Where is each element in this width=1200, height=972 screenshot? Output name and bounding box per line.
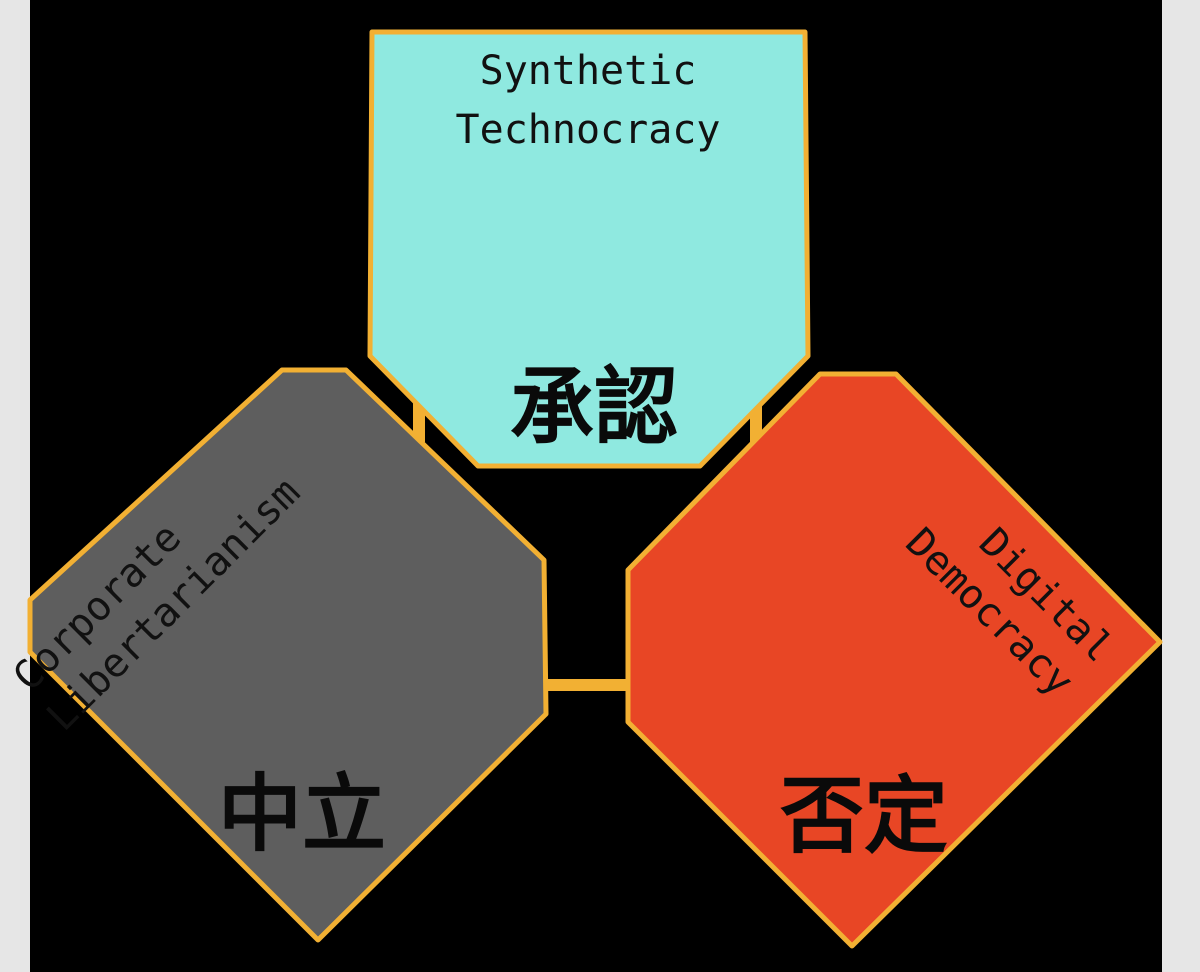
node-top-title-line2: Technocracy — [456, 107, 721, 153]
node-top-title-line1: Synthetic — [480, 48, 697, 94]
node-right-shape — [625, 371, 1163, 949]
node-right-status: 否定 — [780, 766, 948, 865]
node-synthetic-technocracy: Synthetic Technocracy 承認 — [367, 29, 811, 469]
node-top-status: 承認 — [510, 357, 678, 456]
node-corporate-libertarianism: Corporate Libertarianism 中立 — [4, 367, 549, 943]
node-top-shape — [367, 29, 811, 469]
node-left-status: 中立 — [218, 764, 386, 863]
connector-left-right — [546, 679, 630, 691]
node-digital-democracy: Digital Democracy 否定 — [625, 371, 1163, 949]
node-left-shape — [27, 367, 549, 943]
